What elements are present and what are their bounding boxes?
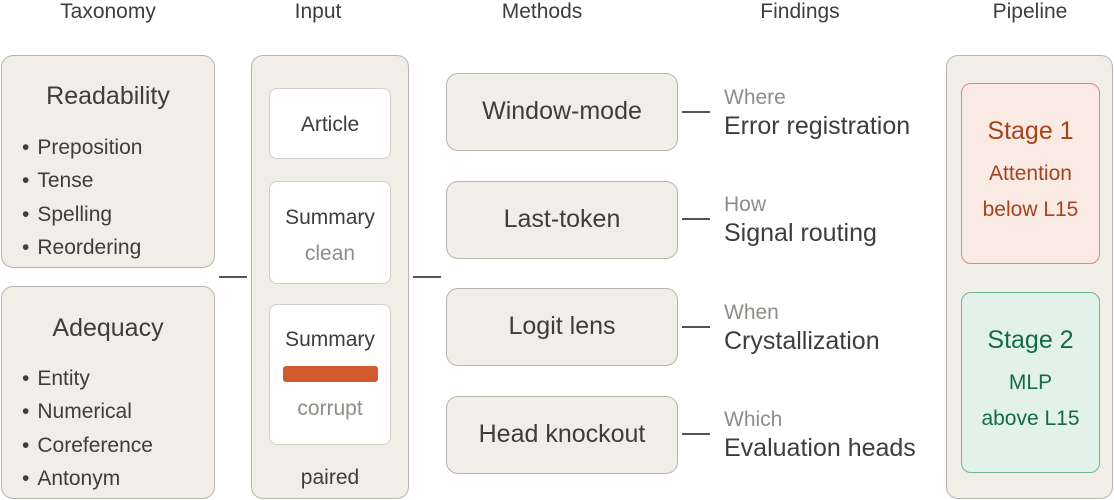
method-window-mode: Window-mode	[446, 73, 678, 151]
article-card: Article	[269, 88, 391, 159]
list-item: Preposition	[22, 131, 142, 164]
summary-corrupt-sub: corrupt	[297, 397, 363, 420]
list-item: Numerical	[22, 395, 153, 428]
finding-answer: Signal routing	[724, 219, 877, 247]
list-item: Spelling	[22, 198, 142, 231]
readability-box: Readability Preposition Tense Spelling R…	[1, 55, 215, 268]
connector-method-finding	[682, 433, 710, 435]
stage-2-line1: MLP	[1008, 371, 1053, 394]
method-logit-lens: Logit lens	[446, 288, 678, 366]
connector-input-methods	[413, 276, 441, 278]
connector-method-finding	[682, 111, 710, 113]
corrupt-marker-bar	[282, 366, 378, 382]
adequacy-title: Adequacy	[52, 314, 164, 342]
stage-2-line2: above L15	[981, 407, 1080, 430]
finding-which: Which Evaluation heads	[724, 408, 916, 463]
finding-question: Where	[724, 86, 786, 109]
stage-1-line1: Attention	[989, 162, 1072, 185]
stage-2-box: Stage 2 MLP above L15	[961, 292, 1100, 473]
summary-corrupt-title: Summary	[285, 328, 375, 351]
finding-answer: Evaluation heads	[724, 434, 916, 462]
finding-how: How Signal routing	[724, 193, 877, 248]
method-label: Window-mode	[482, 97, 642, 125]
input-box: Article Summary clean Summary corrupt pa…	[251, 55, 409, 499]
pipeline-header: Pipeline	[992, 0, 1068, 23]
taxonomy-header: Taxonomy	[60, 0, 156, 23]
finding-question: How	[724, 193, 767, 216]
methods-header: Methods	[501, 0, 583, 23]
summary-clean-sub: clean	[304, 242, 356, 265]
finding-where: Where Error registration	[724, 86, 910, 141]
list-item: Reordering	[22, 231, 142, 264]
method-label: Logit lens	[508, 312, 616, 340]
stage-2-title: Stage 2	[987, 326, 1074, 354]
finding-answer: Crystallization	[724, 327, 880, 355]
stage-1-line2: below L15	[982, 198, 1079, 221]
stage-1-title: Stage 1	[987, 117, 1074, 145]
method-label: Last-token	[503, 205, 621, 233]
connector-method-finding	[682, 326, 710, 328]
stage-1-box: Stage 1 Attention below L15	[961, 83, 1100, 264]
finding-question: Which	[724, 408, 783, 431]
finding-answer: Error registration	[724, 112, 911, 140]
finding-when: When Crystallization	[724, 301, 880, 356]
list-item: Tense	[22, 164, 142, 197]
article-label: Article	[300, 113, 360, 136]
list-item: Coreference	[22, 429, 153, 462]
summary-clean-title: Summary	[285, 206, 375, 229]
connector-taxonomy-input	[219, 276, 247, 278]
pipeline-box: Stage 1 Attention below L15 Stage 2 MLP …	[946, 55, 1113, 499]
finding-question: When	[724, 301, 779, 324]
adequacy-box: Adequacy Entity Numerical Coreference An…	[1, 286, 215, 499]
list-item: Entity	[22, 362, 153, 395]
connector-method-finding	[682, 218, 710, 220]
input-footer: paired	[300, 466, 360, 489]
method-last-token: Last-token	[446, 181, 678, 259]
list-item: Antonym	[22, 462, 153, 495]
readability-list: Preposition Tense Spelling Reordering	[22, 131, 142, 264]
summary-corrupt-card: Summary corrupt	[269, 304, 391, 445]
input-header: Input	[294, 0, 342, 23]
adequacy-list: Entity Numerical Coreference Antonym	[22, 362, 153, 495]
method-label: Head knockout	[478, 420, 646, 448]
findings-header: Findings	[760, 0, 840, 23]
readability-title: Readability	[46, 82, 170, 110]
method-head-knockout: Head knockout	[446, 396, 678, 474]
summary-clean-card: Summary clean	[269, 181, 391, 284]
